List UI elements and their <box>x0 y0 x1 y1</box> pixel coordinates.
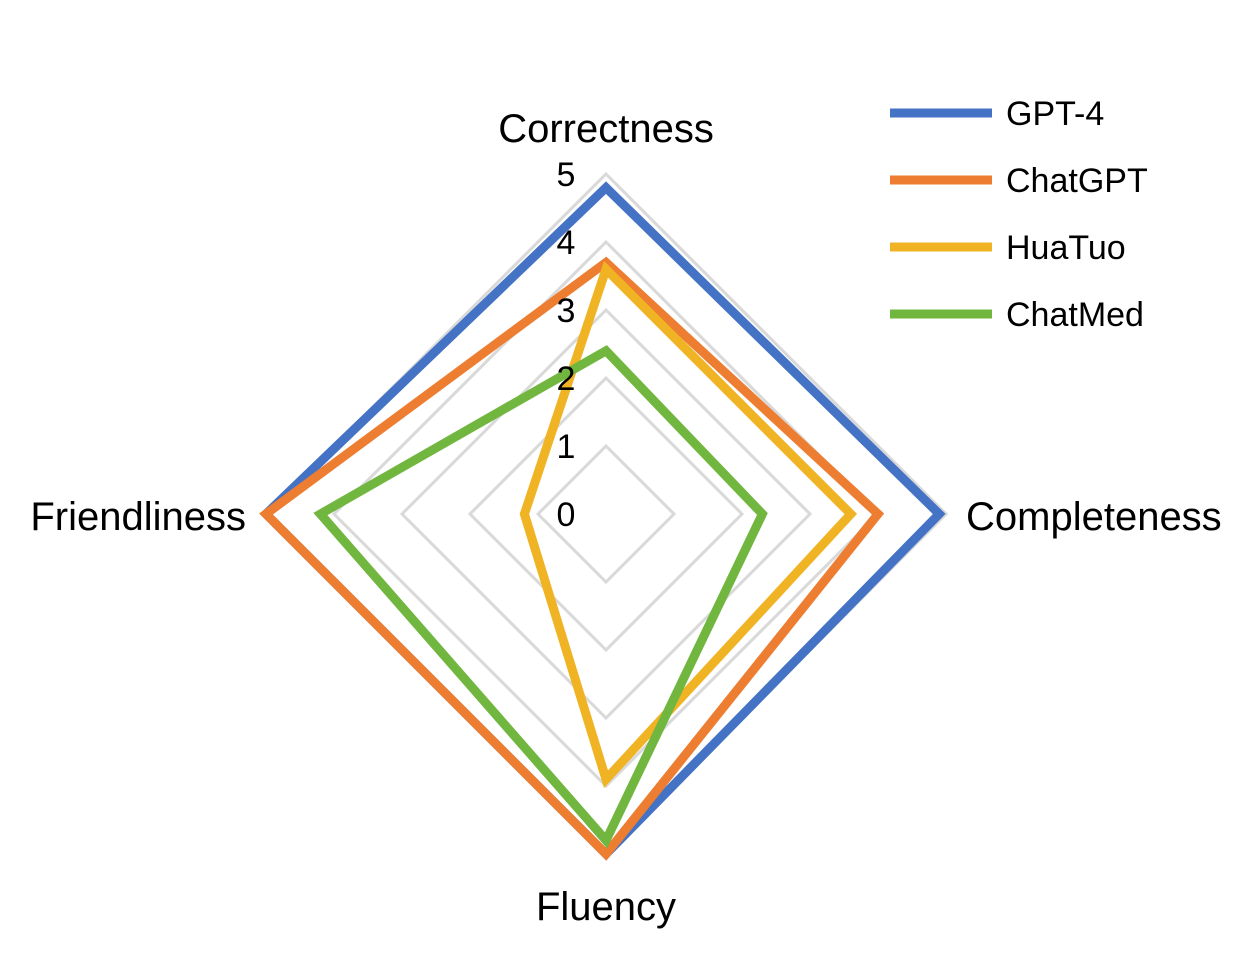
axis-label-correctness: Correctness <box>498 107 714 151</box>
series-layer <box>259 181 946 861</box>
grid-ring-4 <box>331 239 881 789</box>
tick-label-5: 5 <box>557 156 576 194</box>
tick-label-3: 3 <box>557 292 576 330</box>
legend-item-chatmed: ChatMed <box>890 296 1144 334</box>
grid-ring-1 <box>535 443 677 585</box>
axis-label-friendliness: Friendliness <box>30 495 246 539</box>
tick-label-0: 0 <box>557 496 576 534</box>
legend-item-gpt-4: GPT-4 <box>890 95 1104 133</box>
legend-item-huatuo: HuaTuo <box>890 229 1126 267</box>
legend-label-chatgpt: ChatGPT <box>1006 162 1148 200</box>
series-line-huatuo <box>519 260 858 789</box>
legend-label-gpt-4: GPT-4 <box>1006 95 1104 133</box>
series-line-chatmed <box>313 345 768 849</box>
tick-label-2: 2 <box>557 360 576 398</box>
grid-ring-2 <box>467 375 745 653</box>
tick-labels: 0 1 2 3 4 5 <box>557 156 576 534</box>
tick-label-4: 4 <box>557 224 576 262</box>
legend-label-huatuo: HuaTuo <box>1006 229 1126 267</box>
tick-label-1: 1 <box>557 428 576 466</box>
grid-ring-3 <box>399 307 813 721</box>
axis-label-fluency: Fluency <box>536 885 676 929</box>
legend-item-chatgpt: ChatGPT <box>890 162 1148 200</box>
axis-labels: Correctness Completeness Fluency Friendl… <box>30 107 1221 929</box>
legend: GPT-4 ChatGPT HuaTuo ChatMed <box>890 95 1148 334</box>
series-line-chatgpt <box>259 256 885 861</box>
legend-label-chatmed: ChatMed <box>1006 296 1144 334</box>
axis-label-completeness: Completeness <box>966 495 1222 539</box>
